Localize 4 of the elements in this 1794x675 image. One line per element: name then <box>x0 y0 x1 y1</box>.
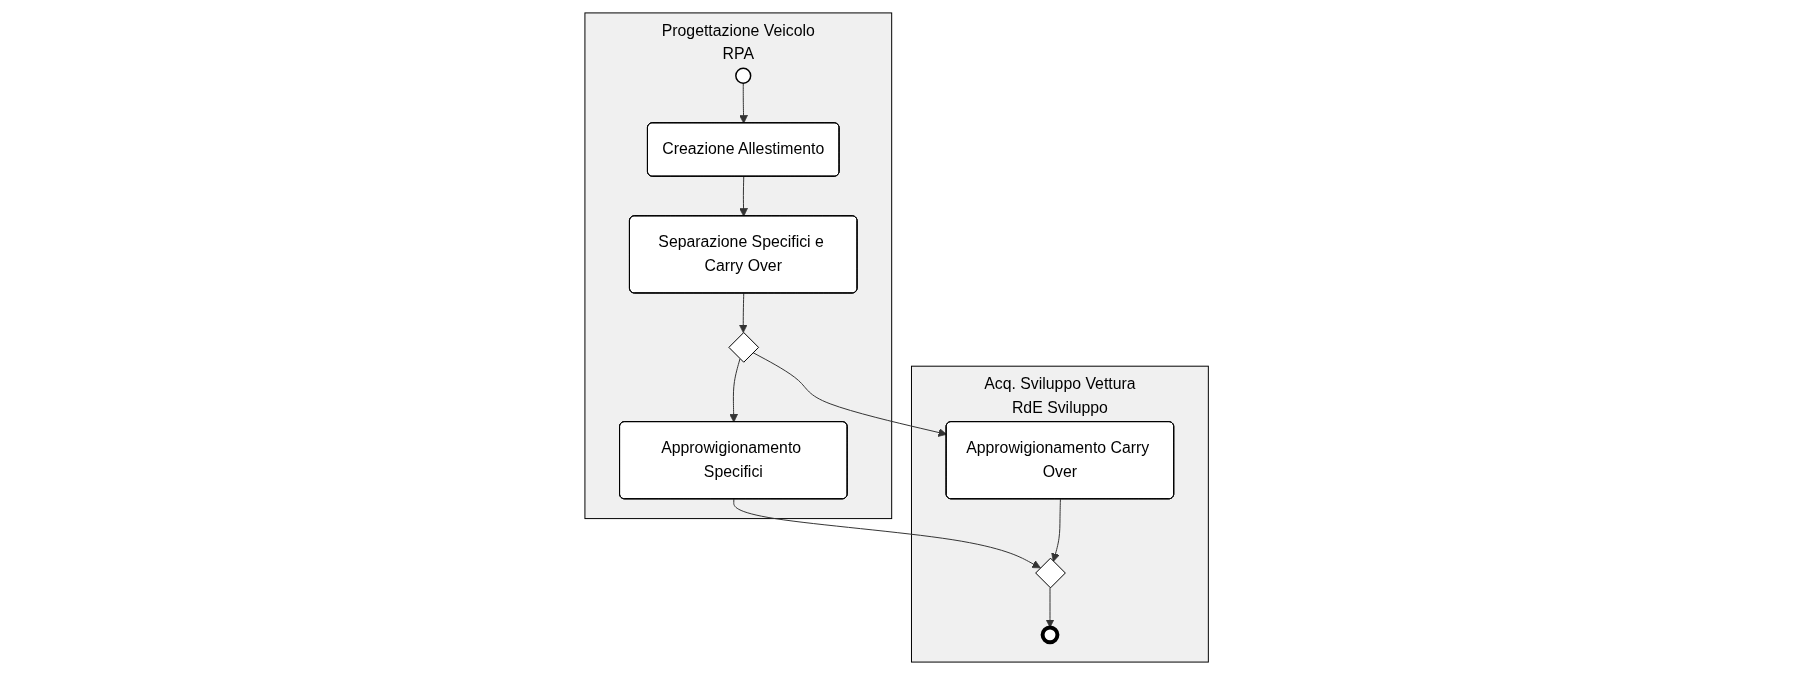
node-circle <box>1040 625 1060 645</box>
node-diamond <box>728 332 760 363</box>
node-circle <box>735 67 752 84</box>
node-diamond <box>1035 557 1067 589</box>
